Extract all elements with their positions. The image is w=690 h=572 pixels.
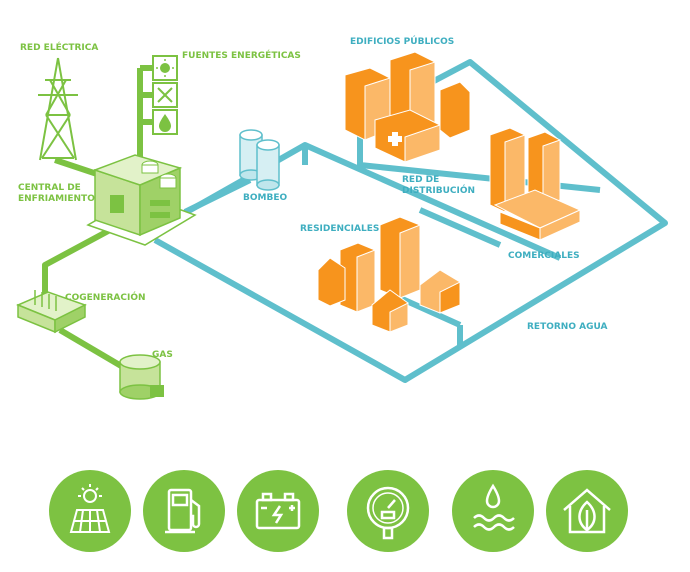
label-red-electrica: RED ELÉCTRICA — [20, 41, 98, 53]
fuel-pump-icon — [143, 470, 225, 552]
label-comerciales: COMERCIALES — [508, 251, 580, 261]
public-buildings — [344, 51, 471, 163]
electric-tower-icon — [38, 57, 78, 161]
green-house-leaf-icon — [546, 470, 628, 552]
label-residenciales: RESIDENCIALES — [300, 224, 379, 234]
pressure-gauge-icon — [347, 470, 429, 552]
label-red-line2: DISTRIBUCIÓN — [402, 184, 475, 196]
label-fuentes-energeticas: FUENTES ENERGÉTICAS — [182, 49, 301, 61]
battery-icon — [237, 470, 319, 552]
label-central-line1: CENTRAL DE — [18, 183, 81, 193]
residential-buildings — [317, 216, 461, 333]
label-edificios-publicos: EDIFICIOS PÚBLICOS — [350, 35, 454, 47]
label-central-line2: ENFRIAMIENTO — [18, 194, 95, 204]
commercial-buildings — [489, 127, 582, 241]
label-red-line1: RED DE — [402, 175, 439, 185]
solar-panel-icon — [49, 470, 131, 552]
gas-tank — [119, 354, 164, 400]
bottom-icon-row — [0, 470, 690, 560]
cogeneration-unit — [16, 290, 87, 334]
water-network — [153, 59, 668, 383]
water-drop-waves-icon — [452, 470, 534, 552]
label-bombeo: BOMBEO — [243, 193, 287, 203]
cooling-plant — [86, 154, 197, 246]
pump-tanks — [239, 129, 280, 191]
energy-sources — [152, 55, 178, 135]
diagram-labels: RED ELÉCTRICA FUENTES ENERGÉTICAS CENTRA… — [18, 35, 607, 360]
label-gas: GAS — [152, 350, 173, 360]
label-cogeneracion: COGENERACIÓN — [65, 291, 146, 303]
label-retorno-agua: RETORNO AGUA — [527, 322, 607, 332]
